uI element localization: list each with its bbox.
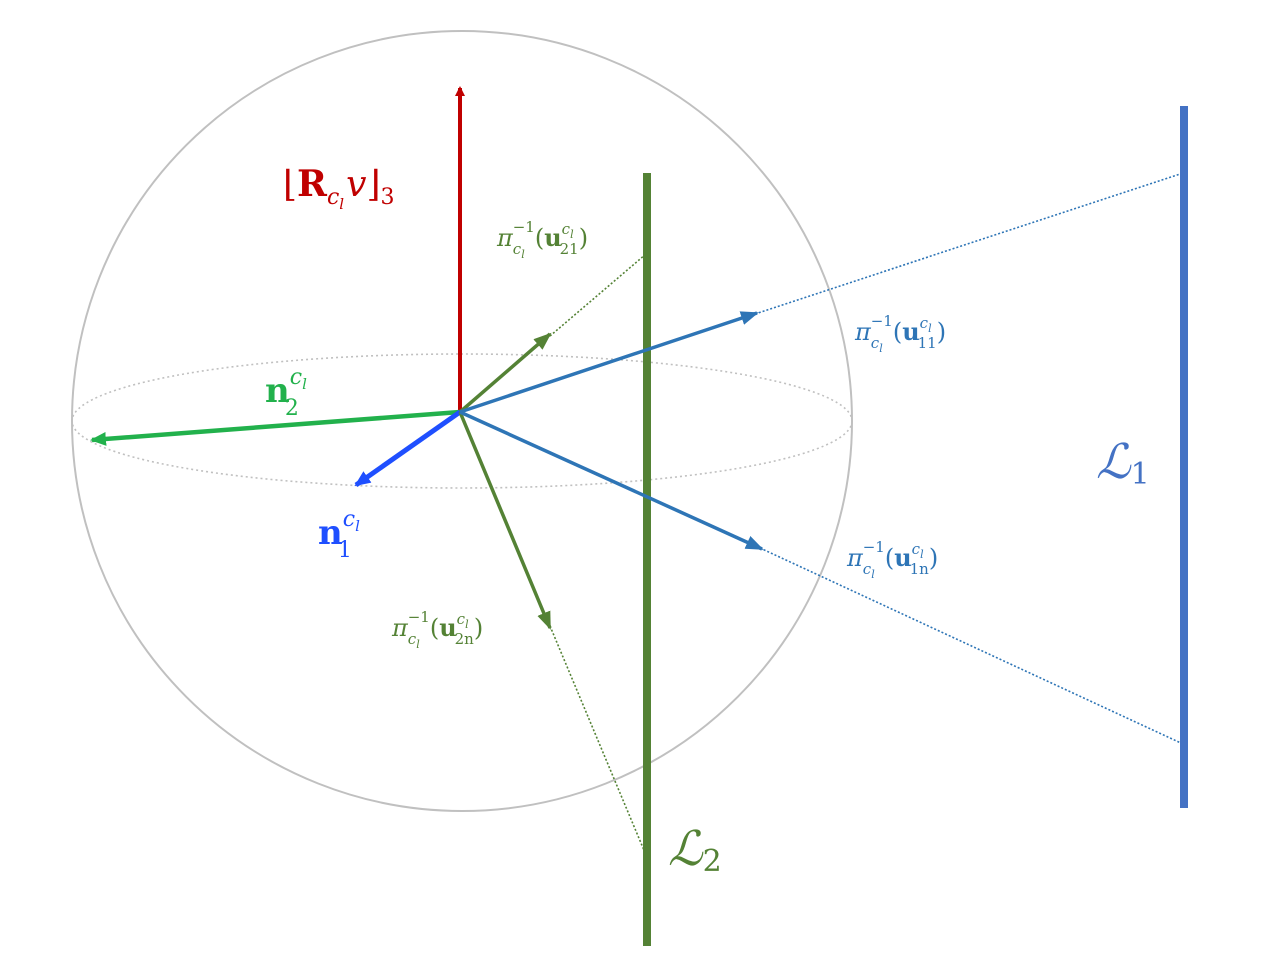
label-rotation-axis: ⌊Rclv⌋3 xyxy=(283,163,395,213)
n1-arrow xyxy=(354,409,462,488)
ray-u1n-extension xyxy=(759,547,1184,745)
u1n-arrow xyxy=(459,410,764,551)
label-L2: ℒ2 xyxy=(668,821,722,879)
u11-arrow xyxy=(459,311,759,414)
ray-u2n-extension xyxy=(549,625,647,856)
u21-arrow xyxy=(458,332,552,414)
u2n-arrow xyxy=(458,411,552,630)
ray-u11-extension xyxy=(754,172,1184,315)
ray-u21-extension xyxy=(549,253,647,337)
n2-arrow xyxy=(90,409,461,446)
label-L1: ℒ1 xyxy=(1096,434,1150,492)
